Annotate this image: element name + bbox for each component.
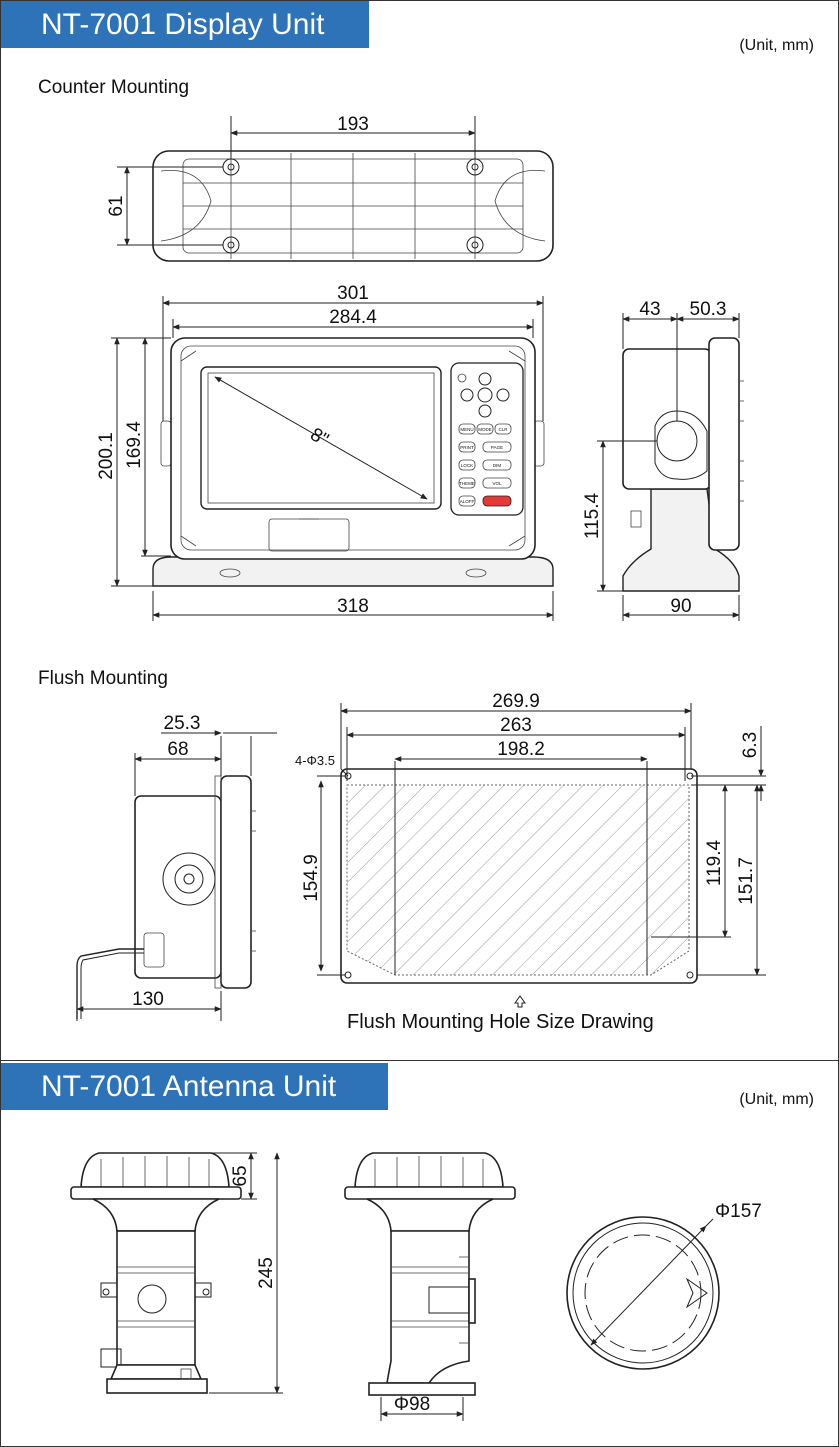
key-dim: DIM — [493, 463, 502, 468]
dim-base-width: 318 — [337, 596, 369, 617]
key-vol: VOL — [492, 481, 502, 486]
antenna-unit-title: NT-7001 Antenna Unit — [1, 1063, 388, 1110]
key-aloff: ALOFF — [460, 499, 475, 504]
key-lock: LOCK — [461, 463, 473, 468]
dim-bezel-thickness: 25.3 — [164, 713, 201, 734]
key-menu: MENU — [460, 427, 473, 432]
antenna-unit-drawing: 65 245 — [70, 1152, 762, 1421]
key-clr: CLR — [498, 427, 508, 432]
dim-bracket-depth: 61 — [106, 195, 127, 216]
dim-knob-height: 115.4 — [582, 493, 603, 540]
dim-hole-spacing-w: 198.2 — [497, 739, 545, 760]
flush-cutout-drawing: 4-Φ3.5 269.9 263 198.2 6.3 154.9 119.4 1… — [295, 691, 766, 1008]
dim-antenna-height: 245 — [256, 1257, 277, 1289]
display-side-view: 43 50.3 115.4 90 — [582, 299, 744, 621]
antenna-front-view: 65 245 — [70, 1152, 283, 1394]
display-unit-section: NT-7001 Display Unit (Unit, mm) Counter … — [1, 1, 838, 1060]
dim-side-depth-front: 43 — [639, 299, 660, 320]
dim-bezel-height: 169.4 — [124, 421, 145, 469]
counter-mounting-heading: Counter Mounting — [38, 77, 190, 98]
dim-bezel-width: 284.4 — [329, 307, 377, 328]
dim-overall-width: 301 — [337, 283, 369, 304]
key-theme: THEME — [459, 481, 475, 486]
dim-dome-height: 65 — [230, 1165, 251, 1186]
dim-bracket-hole-spacing: 193 — [337, 114, 369, 135]
keypad-buttons: MENU MODE CLR PRINT PAGE LOCK DIM THEME … — [458, 423, 512, 507]
dim-top-offset: 6.3 — [740, 732, 761, 758]
key-mode: MODE — [478, 427, 492, 432]
dim-outer-height: 154.9 — [301, 854, 322, 902]
bracket-top-view: 193 61 — [106, 114, 554, 262]
flush-hole-caption: Flush Mounting Hole Size Drawing — [347, 1011, 654, 1033]
flush-mounting-heading: Flush Mounting — [38, 668, 168, 689]
dim-cutout-height: 151.7 — [736, 857, 757, 905]
antenna-side-view: Φ98 — [344, 1152, 516, 1421]
dim-hole-spacing-h: 119.4 — [704, 840, 725, 887]
key-print: PRINT — [460, 445, 474, 450]
antenna-unit-section: NT-7001 Antenna Unit (Unit, mm) — [1, 1060, 838, 1446]
dim-side-base-depth: 90 — [670, 596, 691, 617]
display-unit-title: NT-7001 Display Unit — [1, 1, 369, 48]
display-unit-drawing: 193 61 8" — [76, 114, 766, 1021]
flush-side-view: 25.3 68 130 — [76, 713, 277, 1021]
key-page: PAGE — [491, 445, 503, 450]
dim-hole-label: 4-Φ3.5 — [295, 753, 335, 768]
dim-body-depth: 68 — [167, 739, 188, 760]
dim-cable-clearance: 130 — [132, 989, 164, 1010]
display-unit-note: (Unit, mm) — [739, 37, 814, 54]
antenna-top-view: Φ157 — [566, 1201, 762, 1370]
dim-side-depth-rear: 50.3 — [690, 299, 727, 320]
display-front-view: 8" — [96, 283, 554, 621]
dim-overall-height: 200.1 — [96, 432, 117, 480]
dim-dome-diameter: Φ157 — [715, 1201, 762, 1222]
dim-cutout-width: 263 — [500, 715, 532, 736]
dim-base-diameter: Φ98 — [394, 1394, 430, 1415]
dim-outer-width: 269.9 — [492, 691, 540, 712]
antenna-unit-note: (Unit, mm) — [739, 1091, 814, 1108]
